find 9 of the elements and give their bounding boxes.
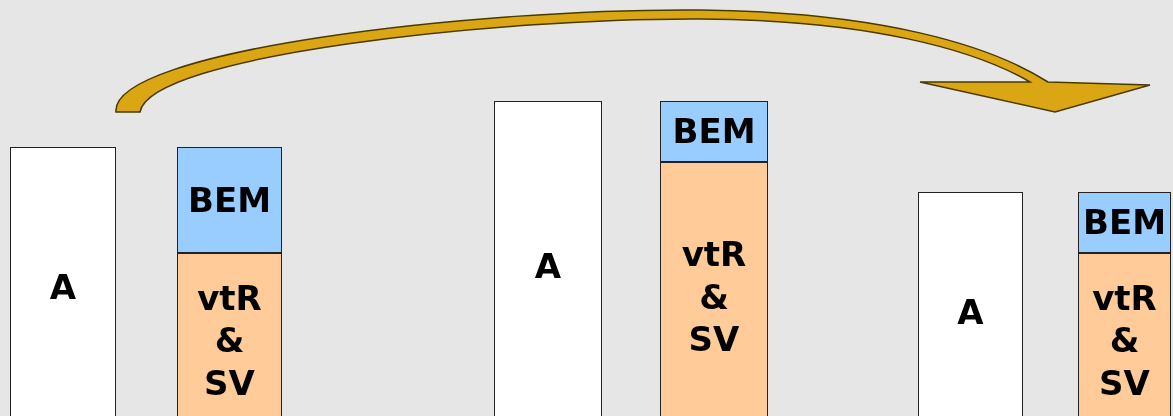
column-bar: A	[10, 147, 116, 416]
lower-block: vtR & SV	[177, 253, 282, 416]
upper-block: BEM	[177, 147, 282, 253]
column-bar: A	[494, 101, 602, 416]
lower-block: vtR & SV	[1078, 253, 1171, 416]
column-bar: A	[918, 192, 1023, 416]
upper-block: BEM	[660, 101, 768, 162]
lower-block: vtR & SV	[660, 162, 768, 416]
upper-block: BEM	[1078, 192, 1171, 253]
